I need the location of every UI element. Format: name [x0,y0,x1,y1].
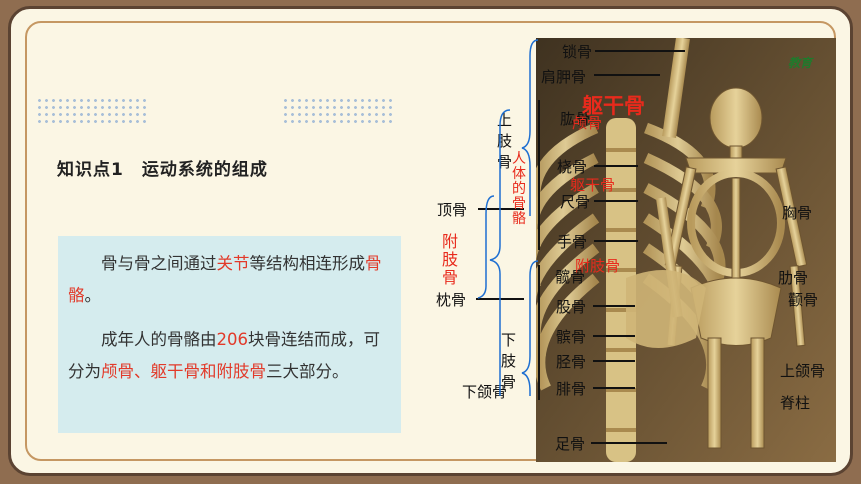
watermark-text: 教育 [788,56,814,70]
leader-foot [591,442,667,444]
label-clavicle: 锁骨 [562,43,593,61]
label-radius: 桡骨 [557,158,588,176]
label-sternum: 胸骨 [782,204,813,222]
highlight-three-parts: 颅骨、躯干骨和附肢骨 [101,362,266,381]
leader-clavicle [595,50,685,52]
label-occipital: 枕骨 [436,291,467,309]
paragraph-1: 骨与骨之间通过关节等结构相连形成骨骼。 [68,248,393,312]
paragraph-1-text-c: 。 [84,286,102,305]
content-box: 骨与骨之间通过关节等结构相连形成骨骼。 成年人的骨骼由206块骨连结而成，可分为… [58,236,401,433]
skeleton-illustration: 教育 [536,38,836,462]
leader-scapula [594,74,660,76]
label-spine: 脊柱 [780,394,811,412]
skeleton-image: 教育 [536,38,836,462]
label-hand: 手骨 [557,233,588,251]
label-tibia: 胫骨 [556,353,587,371]
label-hip: 髋骨 [555,268,586,286]
leader-femur [593,305,635,307]
label-zygomatic: 颧骨 [788,291,819,309]
paragraph-1-text-b: 等结构相连形成 [249,254,366,273]
label-ulna: 尺骨 [560,193,591,211]
label-appendicular-small: 附肢骨 [575,257,621,275]
label-appendicular: 附肢骨 [442,232,459,287]
decorative-dots-right [282,97,392,123]
paragraph-2-text-a: 成年人的骨骼由 [101,330,217,349]
label-mandible: 下颌骨 [462,383,508,401]
leader-radius [594,165,638,167]
paragraph-2-text-b: 块骨连结而成，可分为 [68,330,380,381]
leader-ulna [594,200,638,202]
label-patella: 髌骨 [556,328,587,346]
label-femur: 股骨 [556,298,587,316]
label-maxilla: 上颌骨 [780,362,826,380]
label-skull: 颅骨 [572,114,603,132]
decorative-dots-left [36,97,146,123]
leader-tibia [593,360,635,362]
label-scapula: 肩胛骨 [541,68,587,86]
highlight-bone-count: 206 [216,330,249,349]
label-trunk-big: 躯干骨 [582,94,645,118]
leader-patella [593,335,635,337]
label-rib: 肋骨 [778,269,809,287]
paragraph-1-text-a: 骨与骨之间通过 [101,254,217,273]
label-lower-limb: 下肢骨 [501,331,517,391]
label-trunk-small: 躯干骨 [570,176,616,194]
highlight-joint: 关节 [216,254,250,273]
leader-parietal [478,208,524,210]
label-humerus: 肱骨 [560,110,591,128]
leader-fibula [593,387,635,389]
label-foot: 足骨 [555,435,586,453]
leader-hand [594,240,638,242]
bracket-vertical-lower [538,265,540,400]
brace-lines [477,39,539,396]
label-fibula: 腓骨 [556,380,587,398]
bracket-vertical [538,100,540,250]
highlight-skeleton: 骨骼 [68,254,382,305]
paragraph-2-text-c: 三大部分。 [266,362,349,381]
label-human-skeleton: 人体的骨骼 [512,151,526,227]
paragraph-2: 成年人的骨骼由206块骨连结而成，可分为颅骨、躯干骨和附肢骨三大部分。 [68,324,393,388]
page-title: 知识点1 运动系统的组成 [57,160,268,180]
label-parietal: 顶骨 [437,201,468,219]
